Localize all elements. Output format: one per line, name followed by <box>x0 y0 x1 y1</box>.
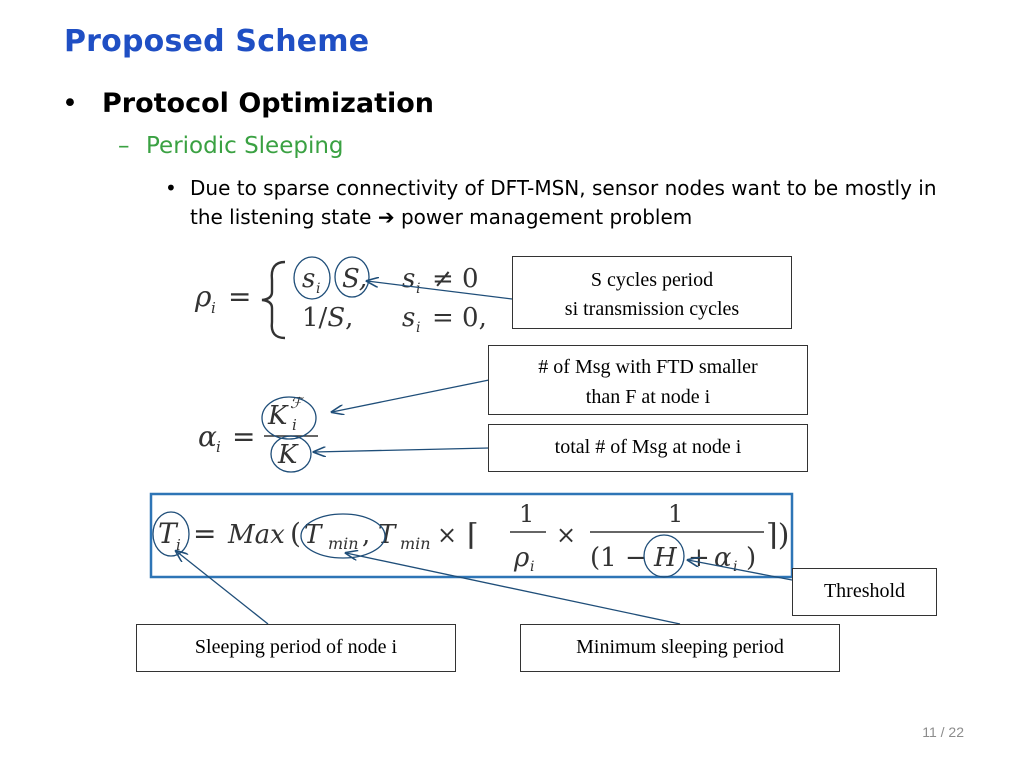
svg-text:i: i <box>176 536 181 554</box>
svg-text:≠ 0: ≠ 0 <box>432 264 479 294</box>
svg-text:1: 1 <box>519 500 534 528</box>
svg-text:×: × <box>437 521 457 549</box>
svg-text:S,: S, <box>342 264 367 294</box>
svg-text:= 0,: = 0, <box>432 303 487 333</box>
circle-H <box>643 534 685 578</box>
annotation-line: # of Msg with FTD smaller <box>538 356 758 378</box>
annotation-line: S cycles period <box>590 269 714 291</box>
svg-text:i: i <box>211 299 216 317</box>
svg-text:T: T <box>158 517 179 550</box>
svg-text:s: s <box>402 303 415 333</box>
svg-text:1/S,: 1/S, <box>302 303 353 333</box>
svg-text:s: s <box>402 264 415 294</box>
circle-si <box>293 256 331 300</box>
svg-text:): ) <box>746 543 756 573</box>
annotation-total-msg: total # of Msg at node i <box>488 424 808 472</box>
bullet-protocol-optimization: • Protocol Optimization <box>62 88 434 119</box>
svg-text:Max: Max <box>227 520 285 550</box>
annotation-text: Threshold <box>823 580 906 602</box>
svg-text:α: α <box>198 420 217 453</box>
arrow-to-H <box>688 560 793 581</box>
svg-text:(1 −: (1 − <box>590 543 647 573</box>
circle-K <box>270 435 312 473</box>
arrow-to-K <box>314 448 490 452</box>
circle-Tmin <box>300 513 386 559</box>
annotation-line: si transmission cycles <box>564 298 740 320</box>
svg-text:i: i <box>530 559 534 575</box>
annotation-min-sleeping: Minimum sleeping period <box>520 624 840 672</box>
equation-highlight-box <box>149 492 794 579</box>
annotation-msg-ftd: # of Msg with FTD smaller than F at node… <box>488 345 808 415</box>
annotation-line: than F at node i <box>585 386 711 408</box>
svg-text:min: min <box>328 534 359 553</box>
svg-text:⌉): ⌉) <box>766 518 789 553</box>
arrow-to-Ti <box>176 551 269 625</box>
subbullet-text: Periodic Sleeping <box>146 133 344 159</box>
svg-text:H: H <box>653 543 678 573</box>
bullet-text: Protocol Optimization <box>102 88 435 119</box>
slide-title: Proposed Scheme <box>64 24 370 59</box>
circle-KiF <box>261 396 317 440</box>
svg-text:1: 1 <box>668 500 683 528</box>
svg-text:i: i <box>316 281 320 297</box>
bullet-text-part2: power management problem <box>400 205 693 229</box>
svg-text:i: i <box>216 438 221 456</box>
bullet-marker: • <box>165 176 177 200</box>
bullet-text-part1: Due to sparse connectivity of DFT-MSN, s… <box>190 176 937 229</box>
arrow-to-S <box>367 281 513 300</box>
svg-text:ℱ: ℱ <box>290 394 305 412</box>
svg-text:,: , <box>362 520 370 550</box>
svg-text:=: = <box>193 517 216 550</box>
annotation-text: Minimum sleeping period <box>576 636 784 658</box>
annotation-s-cycles: S cycles period si transmission cycles <box>512 256 792 329</box>
annotation-text: Sleeping period of node i <box>194 636 398 658</box>
svg-text:ρ: ρ <box>194 280 212 313</box>
t-equation: T i = Max ( T min , T min × ⌈ 1 ρ i × 1 … <box>158 500 789 575</box>
svg-text:(: ( <box>290 517 301 550</box>
svg-text:i: i <box>292 416 297 434</box>
svg-text:=: = <box>228 280 251 313</box>
annotation-threshold: Threshold <box>792 568 937 616</box>
svg-text:i: i <box>733 559 737 575</box>
svg-text:ρ: ρ <box>513 543 530 573</box>
svg-text:×: × <box>556 521 576 549</box>
subbullet-periodic-sleeping: –Periodic Sleeping <box>118 133 344 159</box>
circle-Ti <box>152 511 190 557</box>
svg-text:s: s <box>302 264 315 294</box>
arrow-to-KiF <box>332 379 490 412</box>
subsubbullet-sparse-connectivity: • Due to sparse connectivity of DFT-MSN,… <box>165 174 955 232</box>
bullet-marker: • <box>62 88 78 119</box>
svg-text:min: min <box>400 534 431 553</box>
svg-text:i: i <box>416 281 420 297</box>
svg-text:+: + <box>688 543 710 573</box>
annotation-sleeping-period: Sleeping period of node i <box>136 624 456 672</box>
right-arrow-icon: ➔ <box>377 205 395 229</box>
arrow-to-Tmin <box>346 553 681 625</box>
annotation-text: total # of Msg at node i <box>554 436 742 458</box>
svg-text:K: K <box>267 401 289 431</box>
svg-text:T: T <box>304 520 323 550</box>
dash-marker: – <box>118 133 130 159</box>
svg-text:=: = <box>232 420 255 453</box>
svg-text:i: i <box>416 320 420 336</box>
alpha-equation: α i = K ℱ i K <box>198 394 318 470</box>
rho-equation: ρ i = s i S, s i ≠ 0 1/S, s i = 0, <box>194 260 487 340</box>
page-number: 11 / 22 <box>922 724 964 740</box>
svg-text:K: K <box>277 440 299 470</box>
svg-text:⌈: ⌈ <box>467 518 479 553</box>
